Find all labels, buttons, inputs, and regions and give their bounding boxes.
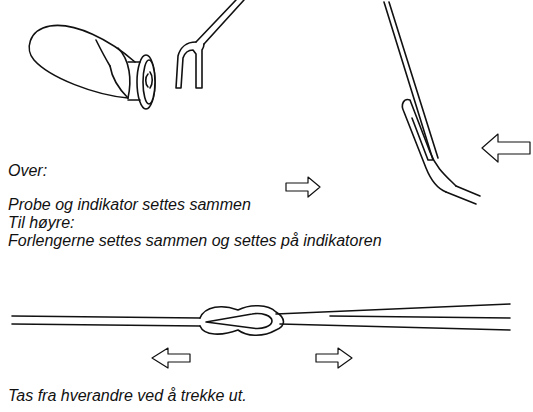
indicator (176, 0, 244, 88)
probe (29, 25, 155, 109)
caption-note: Probe og indikator settes sammen (8, 196, 251, 214)
extenders (384, 2, 480, 204)
extender-assembly (12, 304, 510, 335)
caption-note: Over: (8, 162, 47, 180)
caption-note: Forlengerne settes sammen og settes på i… (8, 232, 382, 250)
caption-note: Til høyre: (8, 214, 75, 232)
hollow-arrow (152, 134, 530, 368)
caption-note: Tas fra hverandre ved å trekke ut. (8, 387, 247, 405)
